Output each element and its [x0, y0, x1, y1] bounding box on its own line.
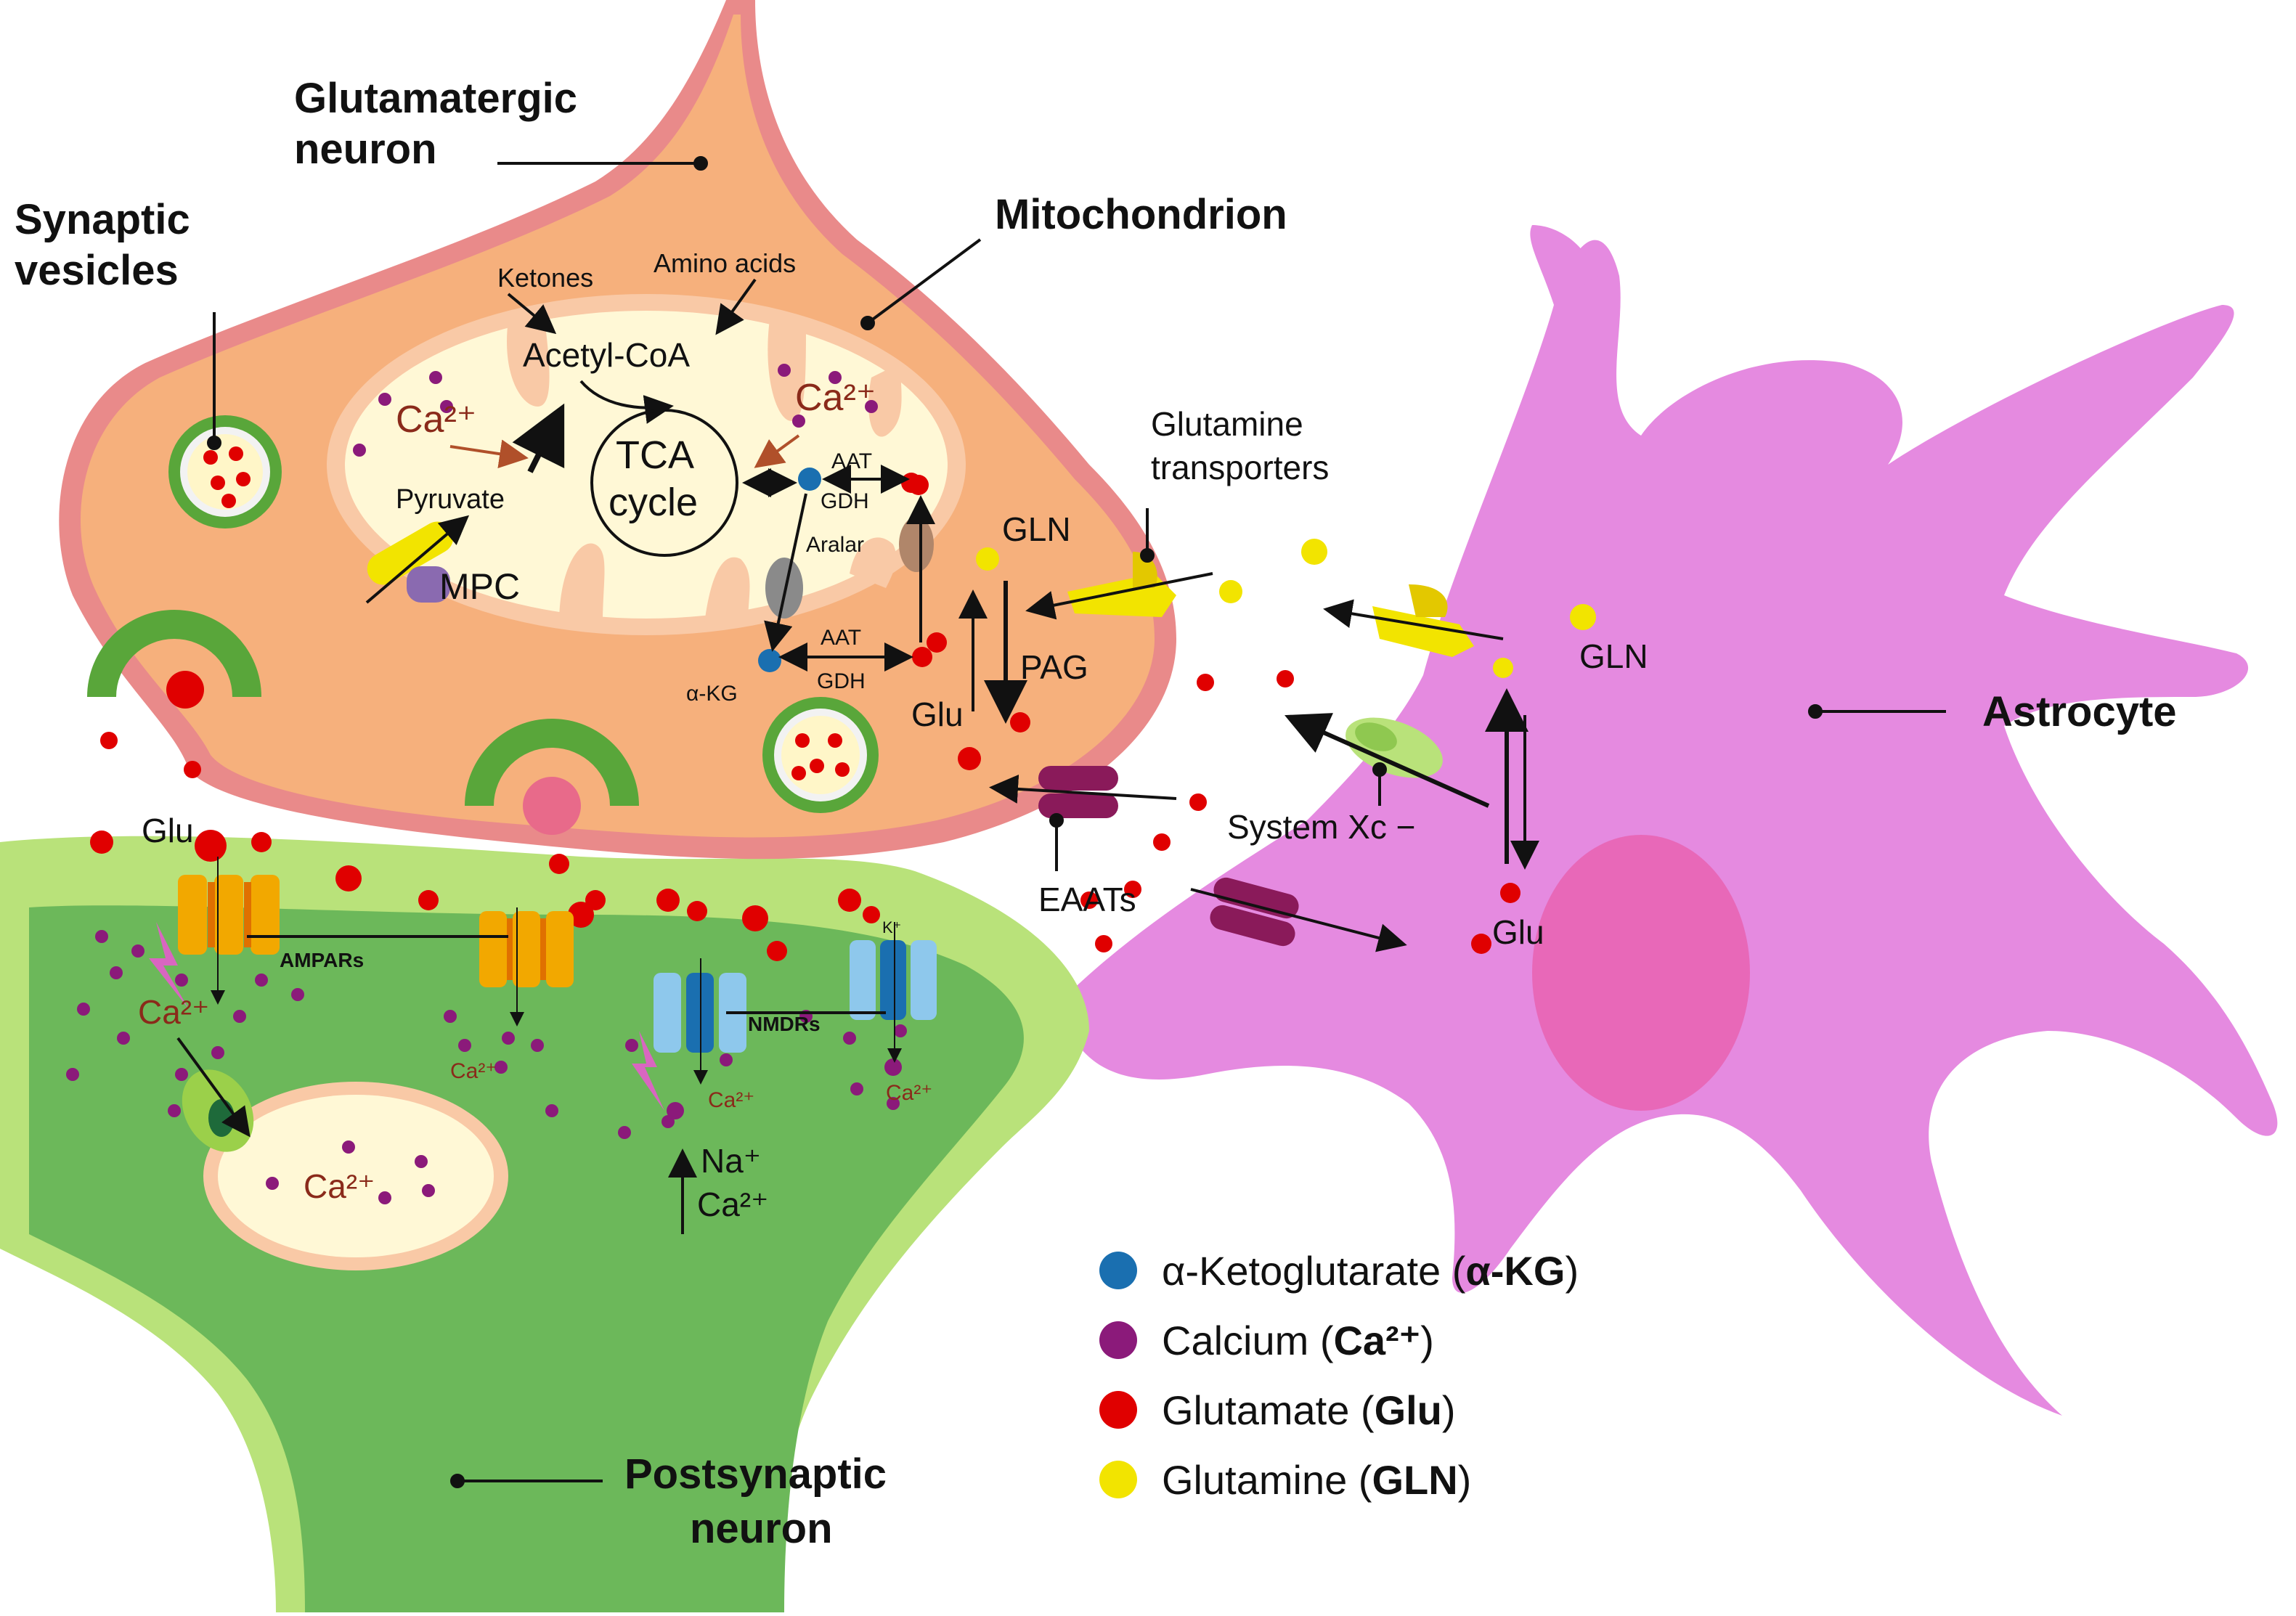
- glu-dot-mito-top: [908, 475, 929, 495]
- aralar-carrier-icon: [899, 517, 934, 572]
- legend-item: Glutamine (GLN): [1099, 1457, 1471, 1503]
- label-aat-bottom: AAT: [821, 626, 861, 650]
- label-glu-neuron: Glu: [911, 695, 964, 733]
- label-glutamatergic-neuron: Glutamatergic neuron: [294, 75, 577, 173]
- label-gln-neuron: GLN: [1002, 510, 1071, 548]
- mito-carrier-grey-icon: [765, 558, 803, 619]
- akg-dot-bottom: [758, 649, 781, 672]
- legend-swatch: [1099, 1252, 1137, 1289]
- astrocyte-body: [1060, 240, 2278, 1416]
- label-pag: PAG: [1020, 648, 1088, 686]
- label-k-ion: K⁺: [882, 918, 901, 936]
- label-ca-mito-left: Ca²⁺: [396, 399, 476, 441]
- legend-label: α-Ketoglutarate (α-KG): [1162, 1248, 1579, 1294]
- label-postsynaptic-line2: neuron: [690, 1505, 833, 1552]
- label-akg: α-KG: [686, 682, 738, 706]
- astrocyte-upper-branch: [1530, 225, 1597, 305]
- label-glu-cleft: Glu: [142, 812, 194, 849]
- label-ca-influx: Ca²⁺: [697, 1186, 768, 1223]
- legend-label: Calcium (Ca²⁺): [1162, 1318, 1434, 1363]
- label-tca-line2: cycle: [608, 481, 698, 524]
- lightning-icon-left: [149, 922, 189, 1009]
- label-ketones: Ketones: [497, 263, 593, 293]
- legend-label: Glutamine (GLN): [1162, 1457, 1471, 1503]
- label-acetyl-coa: Acetyl-CoA: [523, 336, 690, 374]
- nmdar-receptor-2: [850, 940, 937, 1020]
- synaptic-vesicle-2: [762, 697, 879, 813]
- label-glu-astro: Glu: [1492, 913, 1544, 951]
- arrows: [176, 156, 1946, 1488]
- astrocyte-nucleus: [1532, 835, 1750, 1111]
- fusing-vesicle-middle: [465, 719, 639, 835]
- glu-dot-mito-bottom: [912, 647, 932, 667]
- label-na-influx: Na⁺: [701, 1142, 761, 1180]
- label-ca-post-3: Ca²⁺: [708, 1088, 754, 1112]
- label-system-xc: System Xc −: [1227, 808, 1415, 846]
- lightning-icon-middle: [632, 1031, 664, 1111]
- label-glutamatergic-line1: Glutamatergic: [294, 75, 577, 122]
- label-glutamine-transporters-line1: Glutamine: [1151, 405, 1303, 443]
- label-tca-line1: TCA: [616, 433, 694, 477]
- postsynaptic-mitochondrion: [203, 1082, 508, 1270]
- glutamate-dots: [90, 473, 1521, 961]
- label-synaptic-line2: vesicles: [15, 247, 179, 294]
- label-gdh-top: GDH: [821, 489, 869, 513]
- label-ca-post-2: Ca²⁺: [450, 1059, 497, 1083]
- legend-swatch: [1099, 1391, 1137, 1429]
- label-nmdrs: NMDRs: [748, 1013, 821, 1035]
- legend-swatch: [1099, 1461, 1137, 1498]
- calcium-influx-arrows: [449, 434, 800, 469]
- legend-swatch: [1099, 1321, 1137, 1359]
- fusing-vesicle-left: [87, 610, 261, 709]
- label-ca-post-mito: Ca²⁺: [304, 1167, 375, 1205]
- ampar-receptor-2: [479, 911, 574, 987]
- label-postsynaptic-neuron: Postsynaptic neuron: [624, 1450, 887, 1552]
- eaat-transporter-astro-icon: [1210, 877, 1299, 947]
- label-amino-acids: Amino acids: [654, 248, 796, 278]
- label-synaptic-line1: Synaptic: [15, 196, 190, 243]
- label-glutamatergic-line2: neuron: [294, 126, 437, 173]
- mpc-transporter-icon: [367, 521, 454, 603]
- glutamine-transporter-astro-icon: [1372, 584, 1474, 657]
- label-pyruvate: Pyruvate: [396, 484, 505, 515]
- label-ca-mito-right: Ca²⁺: [795, 377, 876, 419]
- glutamine-dots: [976, 539, 1596, 678]
- legend-item: α-Ketoglutarate (α-KG): [1099, 1248, 1579, 1294]
- legend-item: Calcium (Ca²⁺): [1099, 1318, 1434, 1363]
- label-aat-top: AAT: [831, 449, 872, 473]
- synaptic-vesicle-1: [168, 415, 282, 529]
- label-postsynaptic-line1: Postsynaptic: [624, 1450, 887, 1498]
- label-ca-post-4: Ca²⁺: [886, 1081, 932, 1105]
- label-mpc: MPC: [439, 566, 520, 607]
- legend-item: Glutamate (Glu): [1099, 1387, 1456, 1433]
- legend-label: Glutamate (Glu): [1162, 1387, 1456, 1433]
- label-ampars: AMPARs: [280, 949, 364, 971]
- eaat-transporter-neuron-icon: [1038, 766, 1118, 818]
- label-eaats: EAATs: [1038, 881, 1136, 918]
- legend: α-Ketoglutarate (α-KG) Calcium (Ca²⁺) Glut…: [1099, 1248, 1579, 1503]
- system-xc-transporter-icon: [1346, 717, 1443, 778]
- label-gdh-bottom: GDH: [817, 669, 866, 693]
- label-gln-astro: GLN: [1579, 637, 1648, 675]
- label-glutamine-transporters-line2: transporters: [1151, 449, 1329, 486]
- label-synaptic-vesicles: Synaptic vesicles: [15, 196, 190, 294]
- label-mitochondrion: Mitochondrion: [995, 191, 1287, 238]
- label-astrocyte: Astrocyte: [1982, 688, 2177, 735]
- label-ca-post-1: Ca²⁺: [138, 993, 209, 1031]
- akg-dot-top: [798, 468, 821, 491]
- postsynaptic-inner: [29, 905, 1024, 1612]
- label-aralar: Aralar: [806, 533, 864, 557]
- calcium-dots: [66, 364, 907, 1139]
- ampar-receptor-1: [178, 875, 280, 955]
